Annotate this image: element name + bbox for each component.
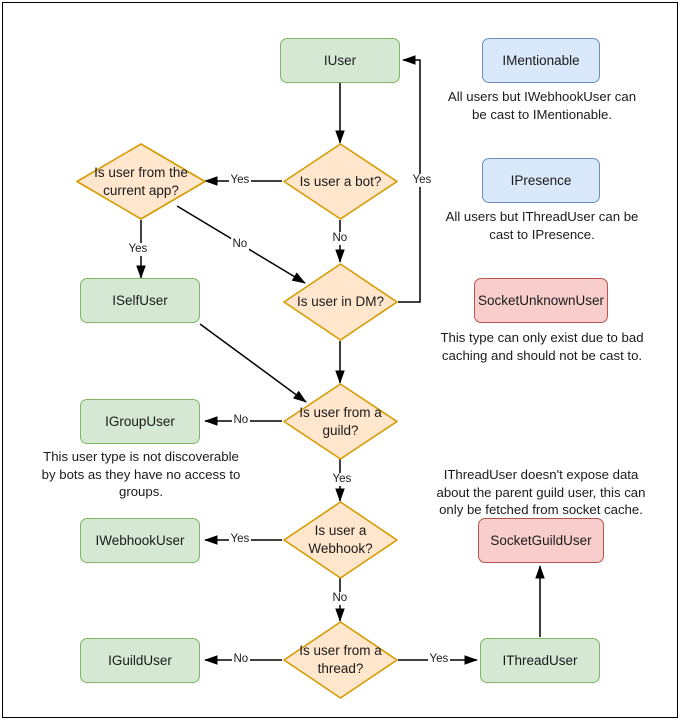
- node-ithreaduser[interactable]: IThreadUser: [480, 638, 600, 683]
- decision-is-user-from-current-app[interactable]: Is user from the current app?: [76, 143, 206, 220]
- note-ipresence: All users but IThreadUser can be cast to…: [445, 209, 639, 242]
- decision-label: Is user in DM?: [296, 294, 385, 310]
- edge-label-bot-yes: Yes: [229, 174, 251, 187]
- node-iwebhookuser[interactable]: IWebhookUser: [80, 518, 200, 563]
- decision-label: Is user from a guild?: [299, 404, 382, 438]
- edge-label-guild-yes: Yes: [331, 473, 353, 486]
- edge-label-app-yes: Yes: [127, 243, 149, 256]
- diamond-shape: [283, 143, 398, 220]
- decision-label: Is user a Webhook?: [308, 523, 373, 556]
- edge-label-guild-no: No: [232, 414, 250, 427]
- decision-is-user-from-a-thread[interactable]: Is user from a thread?: [283, 621, 398, 699]
- node-iselfuser[interactable]: ISelfUser: [80, 278, 200, 323]
- edge-label-webhook-no: No: [331, 592, 349, 605]
- edge-label-thread-yes: Yes: [428, 653, 450, 666]
- node-imentionable[interactable]: IMentionable: [482, 38, 600, 83]
- decision-is-user-a-webhook[interactable]: Is user a Webhook?: [283, 501, 398, 579]
- diamond-shape: [283, 501, 398, 579]
- decision-is-user-from-a-guild[interactable]: Is user from a guild?: [283, 383, 398, 460]
- decision-is-user-a-bot[interactable]: Is user a bot?: [283, 143, 398, 220]
- edge-label-webhook-yes: Yes: [229, 533, 251, 546]
- decision-is-user-in-dm[interactable]: Is user in DM?: [283, 263, 398, 341]
- diamond-shape: [76, 143, 206, 220]
- edge-label-thread-no: No: [232, 653, 250, 666]
- node-socketguilduser[interactable]: SocketGuildUser: [478, 518, 604, 563]
- decision-label: Is user from the current app?: [94, 164, 188, 198]
- diamond-shape: [283, 263, 398, 341]
- note-igroupuser: This user type is not discoverable by bo…: [41, 449, 241, 500]
- edge-label-app-no: No: [231, 238, 249, 251]
- decision-label: Is user a bot?: [299, 173, 382, 189]
- decision-label: Is user from a thread?: [299, 643, 382, 676]
- note-socketguilduser: IThreadUser doesn't expose data about th…: [436, 467, 646, 518]
- node-iguilduser[interactable]: IGuildUser: [80, 638, 200, 683]
- diamond-shape: [283, 383, 398, 460]
- node-igroupuser[interactable]: IGroupUser: [80, 399, 200, 444]
- edge-label-bot-no: No: [331, 232, 349, 245]
- note-socketunknownuser: This type can only exist due to bad cach…: [440, 330, 644, 363]
- node-iuser[interactable]: IUser: [280, 38, 400, 83]
- edge-label-dm-yes: Yes: [411, 174, 433, 187]
- diamond-shape: [283, 621, 398, 699]
- node-socketunknownuser[interactable]: SocketUnknownUser: [474, 278, 608, 323]
- node-ipresence[interactable]: IPresence: [482, 158, 600, 203]
- note-imentionable: All users but IWebhookUser can be cast t…: [447, 89, 637, 122]
